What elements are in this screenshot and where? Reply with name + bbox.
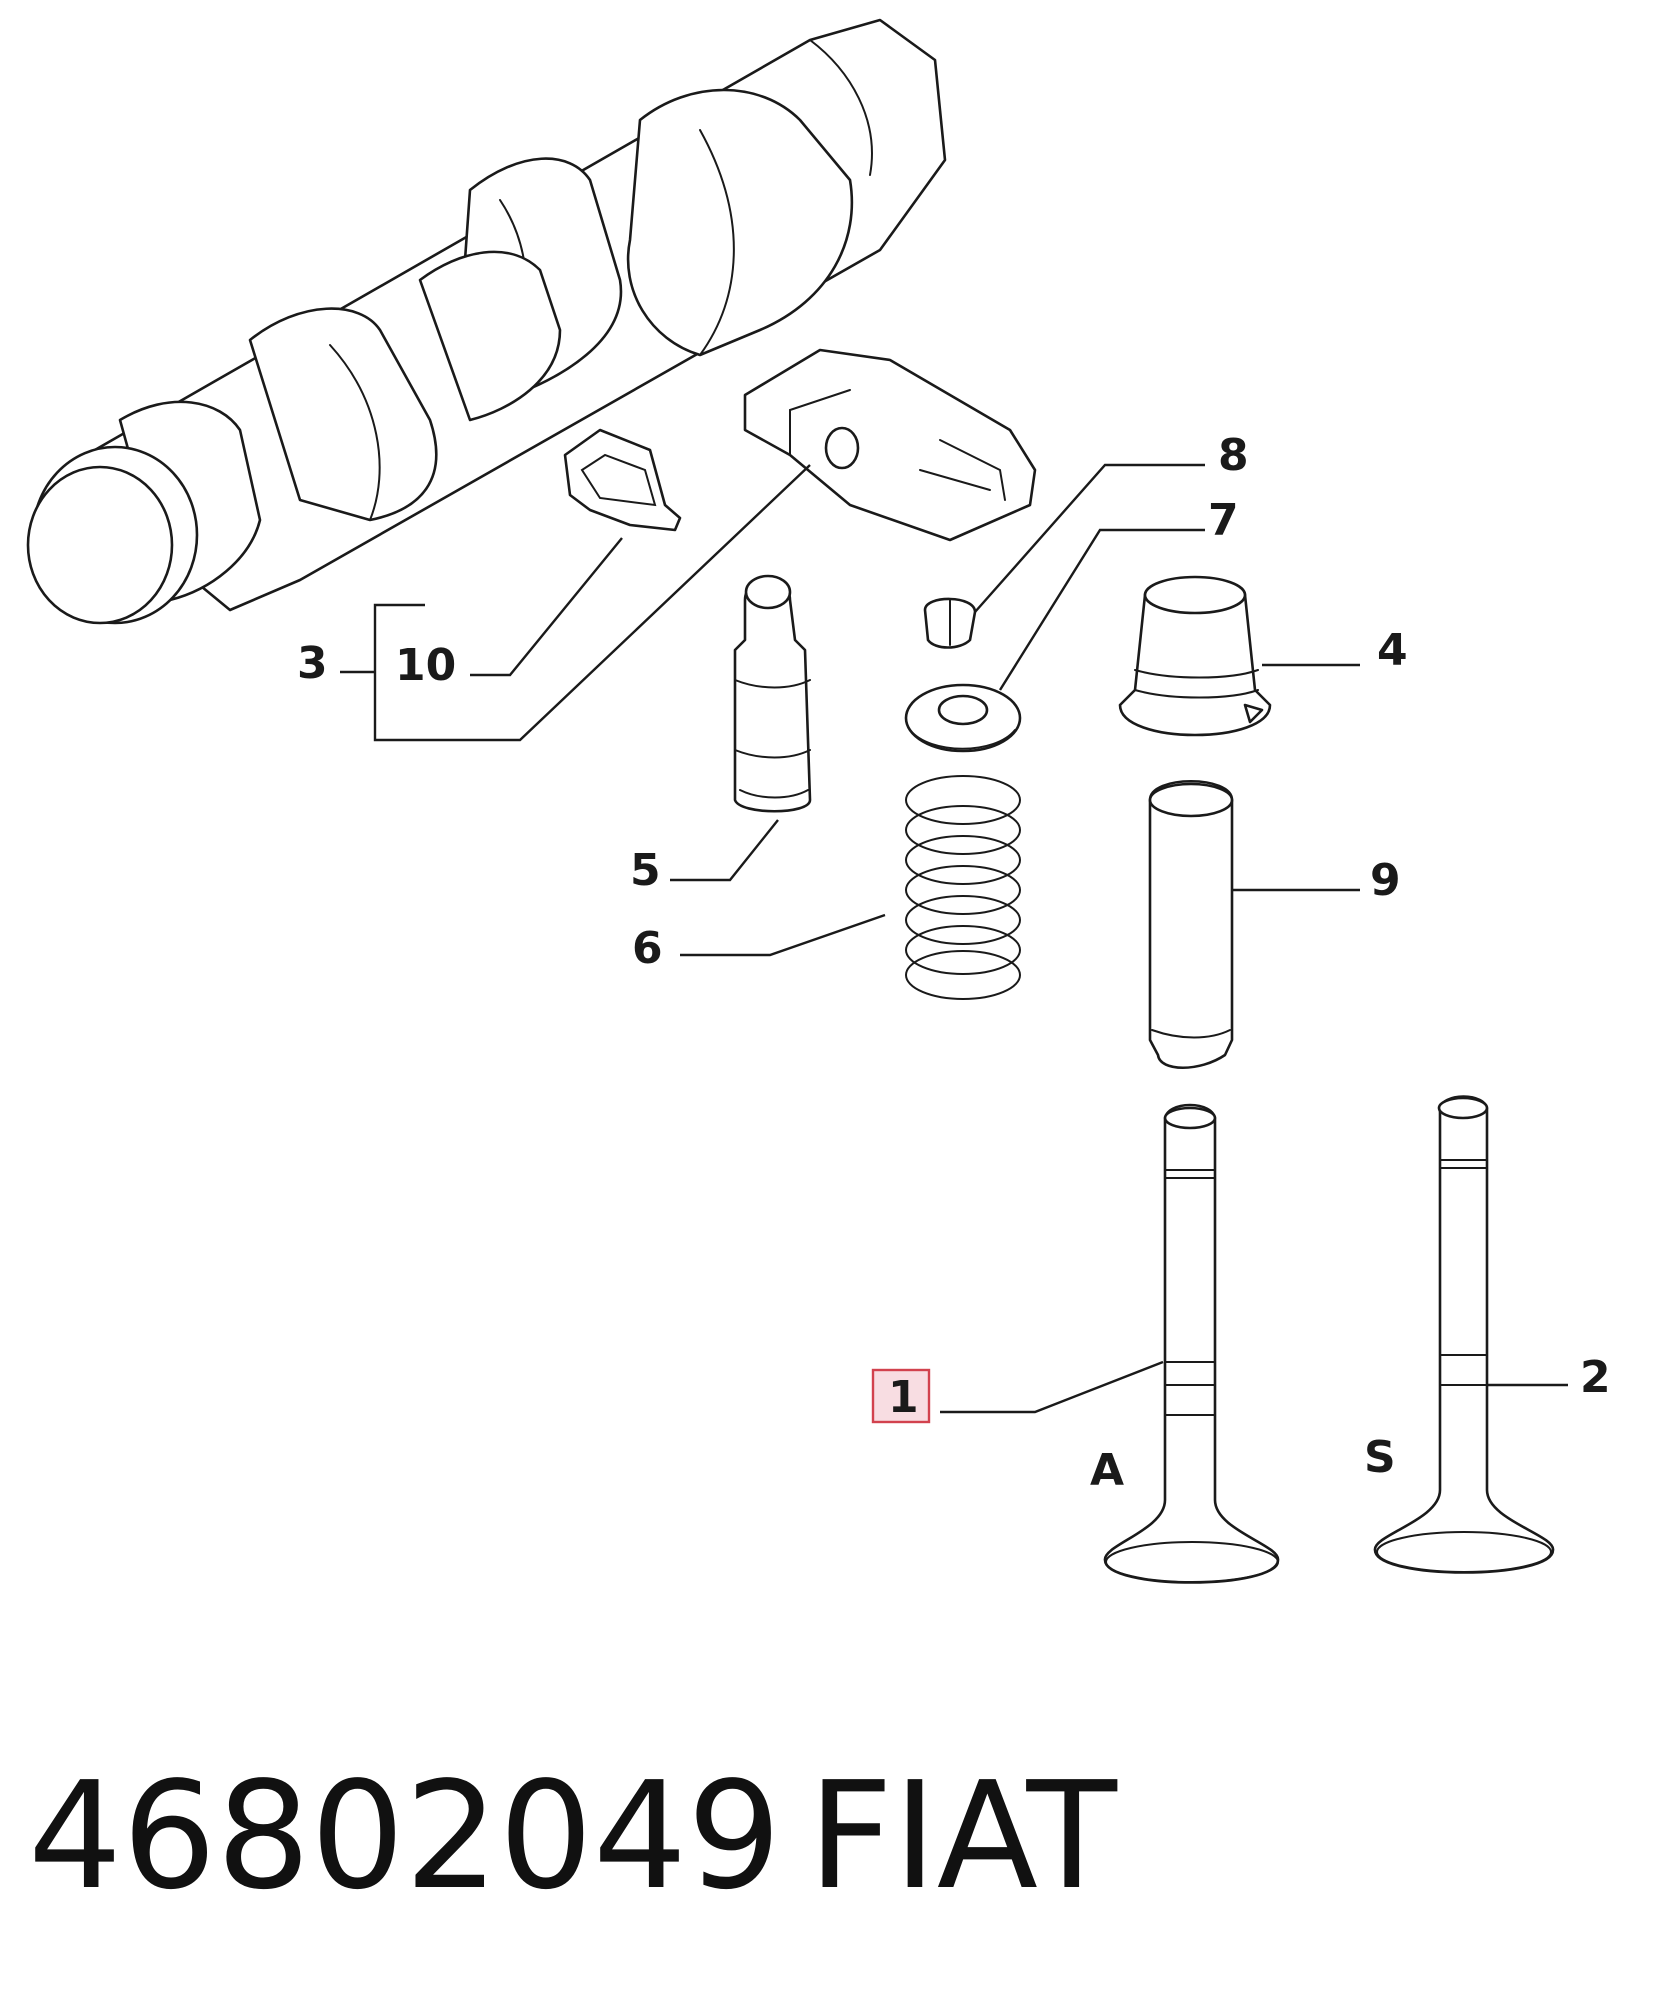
callout-3: 3 <box>297 638 328 689</box>
valve-label-intake: A <box>1090 1445 1124 1496</box>
callout-9: 9 <box>1370 855 1401 906</box>
leader-7 <box>998 528 1205 691</box>
part-7-spring-retainer <box>904 683 1022 753</box>
part-2-exhaust-valve <box>1373 1095 1555 1574</box>
callout-4: 4 <box>1377 625 1408 676</box>
callout-2: 2 <box>1580 1352 1611 1403</box>
part-9-valve-guide <box>1148 779 1234 1070</box>
callout-1: 1 <box>888 1372 919 1423</box>
part-1-intake-valve <box>1103 1103 1280 1584</box>
leader-1 <box>940 1360 1164 1414</box>
callout-1-highlight <box>871 1368 931 1424</box>
brand-name: FIAT <box>808 1750 1117 1922</box>
part-8-valve-collets <box>923 597 977 649</box>
valve-label-exhaust: S <box>1364 1432 1396 1483</box>
camshaft <box>26 18 947 625</box>
part-10-retaining-clip <box>563 428 682 532</box>
leader-10 <box>470 537 623 677</box>
leader-6 <box>680 913 886 957</box>
callout-8: 8 <box>1218 430 1249 481</box>
rocker-arm <box>743 348 1037 542</box>
callout-6: 6 <box>632 923 663 974</box>
leader-lines <box>340 463 1568 1414</box>
leader-8 <box>974 463 1205 613</box>
leader-5 <box>670 819 779 882</box>
callout-10: 10 <box>395 640 456 691</box>
callout-labels: 8 7 4 9 5 6 10 3 1 2 A S <box>297 430 1611 1496</box>
part-4-valve-stem-seal <box>1118 575 1272 737</box>
part-5-hydraulic-tappet <box>733 574 812 813</box>
callout-7: 7 <box>1208 495 1239 546</box>
callout-5: 5 <box>630 845 661 896</box>
part-6-valve-spring <box>905 775 1021 1000</box>
leader-3-bracket <box>373 464 811 742</box>
part-number: 46802049 <box>28 1750 782 1922</box>
